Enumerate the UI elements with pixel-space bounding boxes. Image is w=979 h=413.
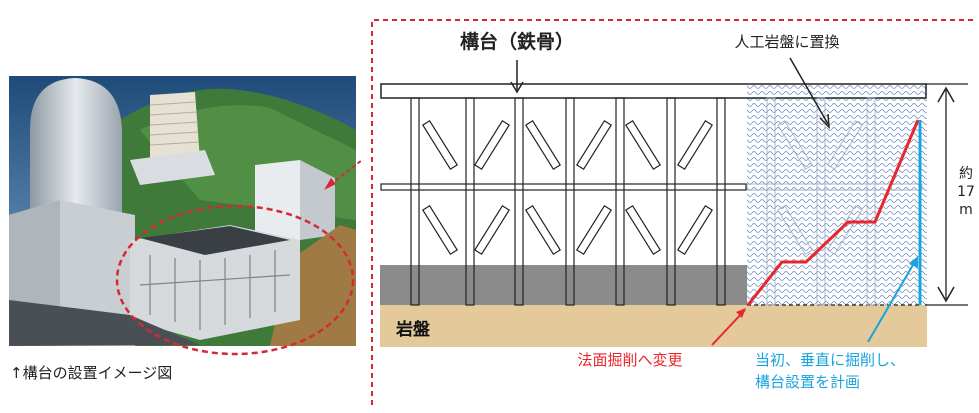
- columns: [410, 97, 726, 306]
- replace-arrow: [789, 57, 829, 125]
- bedrock-label: 岩盤: [395, 319, 431, 340]
- slope-label: 法面掘削へ変更: [577, 351, 682, 369]
- bedrock-layer: [380, 305, 927, 347]
- replace-label: 人工岩盤に置換: [734, 33, 839, 51]
- slope-label-arrow: [711, 309, 746, 346]
- braces: [422, 120, 713, 255]
- height-label-2: 17: [957, 184, 975, 200]
- vertical-label-2: 構台設置を計画: [755, 373, 860, 391]
- height-label-3: m: [959, 202, 973, 218]
- plant-illustration: [9, 76, 363, 356]
- soil-layer: [380, 265, 747, 305]
- dashed-frame: [371, 19, 975, 405]
- image-caption: ↑構台の設置イメージ図: [10, 364, 173, 382]
- height-label-1: 約: [959, 166, 973, 182]
- title-label: 構台（鉄骨）: [460, 30, 574, 53]
- slope-excavation-line: [746, 119, 920, 306]
- cross-section: 構台（鉄骨） 人工岩盤に置換 岩盤 約 17 m 法面掘削へ変更 当初、垂直に掘…: [380, 30, 977, 391]
- deck-beam: [380, 83, 927, 99]
- vertical-label-1: 当初、垂直に掘削し、: [755, 351, 905, 369]
- vertical-label-arrow: [867, 257, 918, 343]
